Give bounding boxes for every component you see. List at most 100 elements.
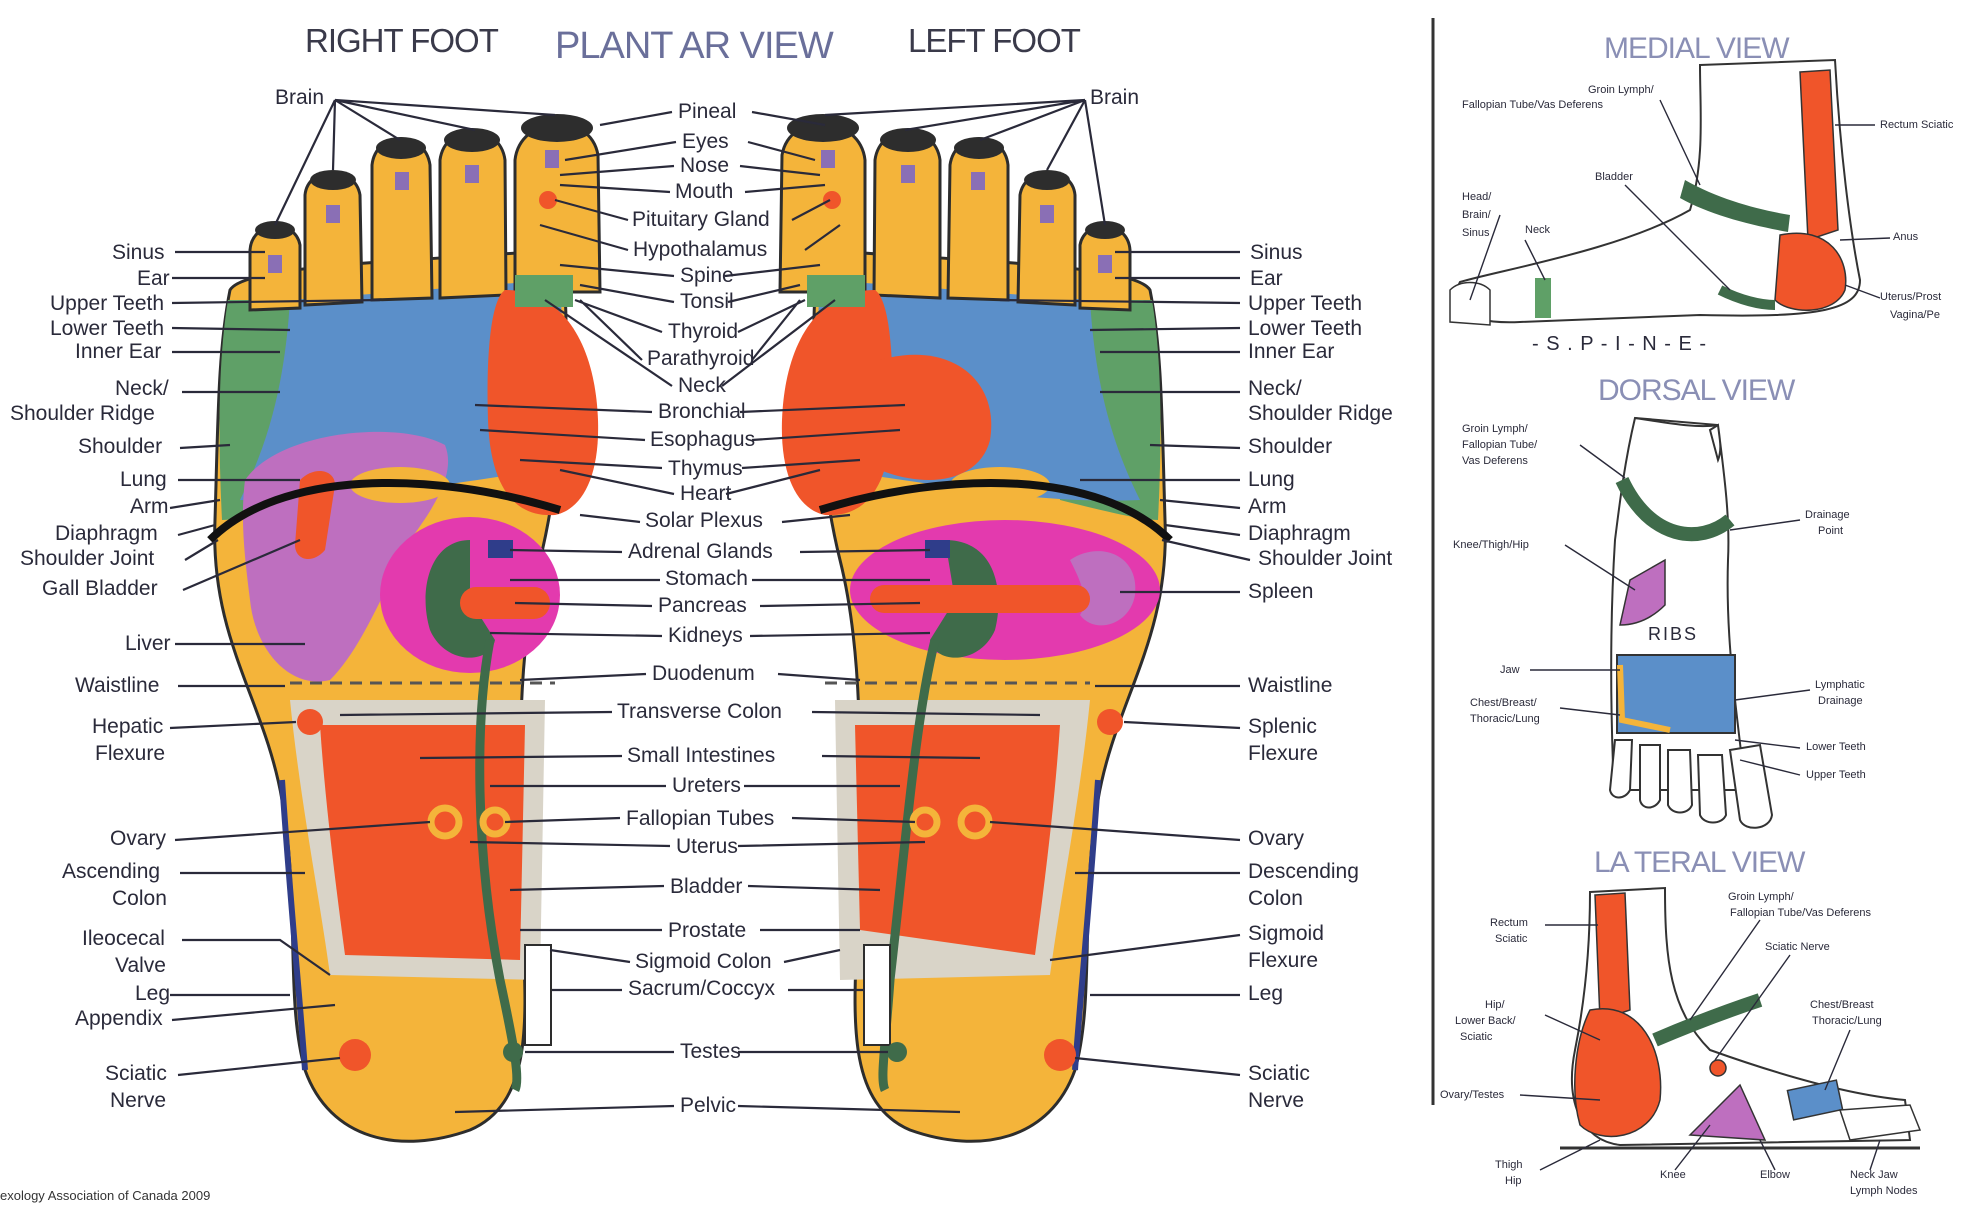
lateral-label-hip-1: Hip/: [1485, 999, 1506, 1011]
label-kidneys: Kidneys: [668, 624, 743, 647]
medial-label-rectum: Rectum Sciatic: [1880, 119, 1954, 131]
label-shoulder-left: Shoulder: [78, 435, 162, 458]
label-leg-left: Leg: [135, 982, 170, 1005]
label-nose: Nose: [680, 154, 729, 177]
right-adrenal: [488, 540, 513, 558]
medial-neck-band: [1535, 278, 1551, 318]
label-brain-right: Brain: [1090, 86, 1139, 109]
dorsal-label-drainage-2: Point: [1818, 525, 1843, 537]
right-foot-sole: [210, 114, 600, 1141]
label-thymus: Thymus: [668, 457, 743, 480]
label-ear-left: Ear: [137, 267, 170, 290]
label-tonsil: Tonsil: [680, 290, 734, 313]
label-arm-right: Arm: [1248, 495, 1287, 518]
dorsal-label-groin-3: Vas Deferens: [1462, 455, 1528, 467]
label-descending-1: Descending: [1248, 860, 1359, 883]
label-bronchial: Bronchial: [658, 400, 746, 423]
right-third-toe: [372, 139, 432, 300]
right-toe-mark-2: [465, 165, 479, 183]
label-heart: Heart: [680, 482, 732, 505]
label-descending-2: Colon: [1248, 887, 1303, 910]
dorsal-label-drainage-1: Drainage: [1805, 509, 1850, 521]
left-fourth-toe: [1018, 173, 1075, 306]
right-toe-tip-3: [376, 137, 426, 159]
lateral-label-hip-2: Lower Back/: [1455, 1015, 1516, 1027]
label-sciatic-left-2: Nerve: [110, 1089, 166, 1112]
right-toe-mark-1: [545, 150, 559, 168]
label-esophagus: Esophagus: [650, 428, 755, 451]
label-neck-center: Neck: [678, 374, 726, 397]
label-mouth: Mouth: [675, 180, 733, 203]
label-hepatic-1: Hepatic: [92, 715, 163, 738]
lateral-label-neck-2: Lymph Nodes: [1850, 1185, 1918, 1197]
medial-label-neck: Neck: [1525, 224, 1551, 236]
label-pancreas: Pancreas: [658, 594, 747, 617]
title-dorsal: DORSAL VIEW: [1598, 374, 1796, 407]
medial-toe: [1450, 283, 1490, 326]
label-lung-left: Lung: [120, 468, 167, 491]
dorsal-label-groin-1: Groin Lymph/: [1462, 423, 1529, 435]
medial-label-groin-2: Fallopian Tube/Vas Deferens: [1462, 99, 1604, 111]
right-toe-mark-4: [326, 205, 340, 223]
right-testes-dot: [503, 1042, 523, 1062]
lateral-label-chest-2: Thoracic/Lung: [1812, 1015, 1882, 1027]
label-sigmoid-colon: Sigmoid Colon: [635, 950, 772, 973]
lateral-label-knee: Knee: [1660, 1169, 1686, 1181]
dorsal-label-groin-2: Fallopian Tube/: [1462, 439, 1538, 451]
left-toe-mark-5: [1098, 255, 1112, 273]
dorsal-view: DORSAL VIEW RIBS Groin Lymph/ Fallopian …: [1453, 374, 1866, 828]
label-pelvic: Pelvic: [680, 1094, 736, 1117]
label-arm-left: Arm: [130, 495, 169, 518]
label-ovary-left: Ovary: [110, 827, 167, 850]
label-brain-left: Brain: [275, 86, 324, 109]
label-testes: Testes: [680, 1040, 741, 1063]
left-sciatic-dot: [1044, 1039, 1076, 1071]
label-sinus-right: Sinus: [1250, 241, 1303, 264]
lateral-label-neck-1: Neck Jaw: [1850, 1169, 1898, 1181]
label-ear-right: Ear: [1250, 267, 1283, 290]
label-inner-ear-right: Inner Ear: [1248, 340, 1334, 363]
label-ileocecal-1: Ileocecal: [82, 927, 165, 950]
medial-label-uterus-1: Uterus/Prost: [1880, 291, 1941, 303]
label-lower-teeth-left: Lower Teeth: [50, 317, 164, 340]
label-liver: Liver: [125, 632, 171, 655]
label-hypothalamus: Hypothalamus: [633, 238, 767, 261]
label-splenic-1: Splenic: [1248, 715, 1317, 738]
label-transverse: Transverse Colon: [617, 700, 782, 723]
lateral-label-groin-2: Fallopian Tube/Vas Deferens: [1730, 907, 1872, 919]
label-waistline-right: Waistline: [1248, 674, 1332, 697]
left-toe-tip-3: [954, 137, 1004, 159]
label-lung-right: Lung: [1248, 468, 1295, 491]
medial-spine-label: - S . P - I - N - E -: [1532, 333, 1707, 355]
label-shoulder-right: Shoulder: [1248, 435, 1332, 458]
dorsal-label-lymphatic-2: Drainage: [1818, 695, 1863, 707]
lateral-view: LA TERAL VIEW Rectum Sciatic Groin Lymph…: [1440, 846, 1920, 1197]
label-parathyroid: Parathyroid: [647, 347, 754, 370]
right-pituitary-dot: [539, 191, 557, 209]
dorsal-ribs-label: RIBS: [1648, 624, 1698, 644]
dorsal-label-chest-1: Chest/Breast/: [1470, 697, 1538, 709]
label-sigmoid-1: Sigmoid: [1248, 922, 1324, 945]
left-third-toe: [948, 139, 1008, 300]
left-small-intestine: [855, 725, 1060, 955]
left-esophagus-zone: [782, 290, 893, 515]
label-adrenal: Adrenal Glands: [628, 540, 773, 563]
label-neck-right-1: Neck/: [1248, 377, 1302, 400]
right-toe-mark-3: [395, 172, 409, 190]
label-fallopian: Fallopian Tubes: [626, 807, 774, 830]
label-bladder: Bladder: [670, 875, 742, 898]
label-prostate: Prostate: [668, 919, 746, 942]
title-right-foot: RIGHT FOOT: [305, 22, 499, 59]
right-toe-tip-4: [310, 170, 356, 190]
lateral-label-ovary: Ovary/Testes: [1440, 1089, 1505, 1101]
left-toe-tip-2: [880, 128, 936, 152]
label-ileocecal-2: Valve: [115, 954, 166, 977]
left-testes-dot: [887, 1042, 907, 1062]
lateral-label-elbow: Elbow: [1760, 1169, 1790, 1181]
label-sigmoid-2: Flexure: [1248, 949, 1318, 972]
label-sciatic-right-1: Sciatic: [1248, 1062, 1310, 1085]
right-hepatic-dot: [297, 709, 323, 735]
label-ureters: Ureters: [672, 774, 741, 797]
